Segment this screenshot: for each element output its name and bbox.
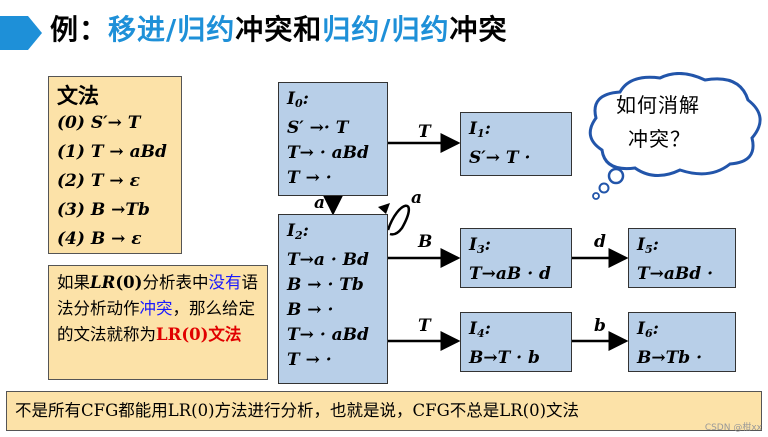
edge-I2-self-head	[378, 203, 390, 214]
grammar-rule: (0) S′→ T	[57, 113, 141, 133]
grammar-rule: (2) T → ε	[57, 171, 140, 191]
state-item: T→ · aBd	[287, 143, 369, 163]
state-item: T→a · Bd	[287, 250, 369, 270]
lr0-definition-note: 如果LR(0)分析表中没有语法分析动作冲突，那么给定的文法就称为LR(0)文法	[48, 265, 268, 380]
edge-label: T	[418, 316, 431, 336]
state-I2: I2: T→a · Bd B → · Tb B → · T→ · aBd T →…	[278, 214, 388, 384]
state-I5: I5: T→aBd ·	[628, 228, 736, 288]
edge-label: a	[314, 193, 326, 213]
grammar-heading: 文法	[57, 83, 99, 108]
state-item: T→aBd ·	[637, 264, 714, 284]
grammar-rule: (1) T → aBd	[57, 142, 167, 162]
state-item: T→aB · d	[469, 264, 551, 284]
state-item: T → ·	[287, 168, 332, 188]
state-I3: I3: T→aB · d	[460, 228, 572, 288]
edge-label: T	[418, 122, 431, 142]
state-item: B → · Tb	[287, 275, 364, 295]
edge-label: a	[411, 188, 423, 208]
state-I1: I1: S′→ T ·	[460, 112, 572, 176]
state-item: T → ·	[287, 350, 332, 370]
title-arrow-icon	[0, 16, 42, 50]
title-bar: 例：移进/归约冲突和归约/归约冲突	[0, 0, 768, 64]
state-item: B→T · b	[469, 348, 540, 368]
thought-cloud-icon	[588, 72, 762, 200]
state-I4: I4: B→T · b	[460, 312, 572, 372]
edge-I2-self	[386, 204, 411, 236]
bottom-conclusion: 不是所有CFG都能用LR(0)方法进行分析，也就是说，CFG不总是LR(0)文法	[6, 391, 762, 431]
watermark: CSDN @柑xx	[704, 423, 762, 433]
state-I0: I0: S′ →· T T→ · aBd T → ·	[278, 82, 388, 196]
grammar-rule: (3) B →Tb	[57, 200, 150, 220]
grammar-box: 文法 (0) S′→ T (1) T → aBd (2) T → ε (3) B…	[48, 76, 182, 254]
state-item: B→Tb ·	[637, 348, 702, 368]
state-item: B → ·	[287, 300, 334, 320]
state-item: S′→ T ·	[469, 148, 531, 168]
state-item: S′ →· T	[287, 118, 349, 138]
edge-label: B	[418, 232, 433, 252]
edge-label: b	[594, 316, 606, 336]
state-item: T→ · aBd	[287, 325, 369, 345]
page-title: 例：移进/归约冲突和归约/归约冲突	[50, 13, 508, 46]
grammar-rule: (4) B → ε	[57, 229, 142, 249]
cloud-line-2: 冲突？	[628, 127, 691, 151]
cloud-line-1: 如何消解	[616, 93, 700, 117]
state-I6: I6: B→Tb ·	[628, 312, 736, 372]
edge-label: d	[594, 232, 606, 252]
